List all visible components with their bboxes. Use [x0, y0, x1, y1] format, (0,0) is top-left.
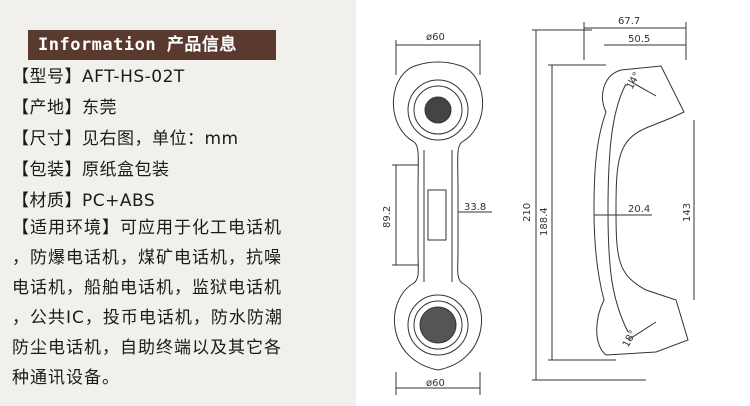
spec-row-origin: 【产地】东莞 [12, 93, 330, 124]
dim-slot-height: 89.2 [382, 206, 393, 228]
spec-value: 东莞 [82, 98, 117, 118]
spec-label: 【型号】 [12, 67, 82, 87]
environment-line: 防尘电话机，自助终端以及其它各 [12, 338, 282, 358]
spec-value: 原纸盒包装 [82, 160, 170, 180]
spec-row-packaging: 【包装】原纸盒包装 [12, 155, 330, 186]
spec-label: 【尺寸】 [12, 129, 82, 149]
dim-overall-height: 210 [522, 203, 533, 222]
dim-bottom-angle: 18° [621, 329, 639, 350]
spec-row-model: 【型号】AFT-HS-02T [12, 62, 330, 93]
spec-value: AFT-HS-02T [82, 67, 185, 87]
front-view [392, 40, 492, 395]
dim-neck-depth: 20.4 [628, 204, 650, 215]
spec-value: PC+ABS [82, 191, 156, 211]
info-header: Information 产品信息 [28, 30, 276, 60]
environment-block: 【适用环境】可应用于化工电话机 ，防爆电话机，煤矿电话机，抗噪 电话机，船舶电话… [12, 213, 332, 393]
spec-value: 见右图，单位：mm [82, 129, 239, 149]
spec-row-size: 【尺寸】见右图，单位：mm [12, 124, 330, 155]
spec-list: 【型号】AFT-HS-02T 【产地】东莞 【尺寸】见右图，单位：mm 【包装】… [12, 62, 330, 217]
environment-line: 电话机，船舶电话机，监狱电话机 [12, 278, 282, 298]
dim-bottom-diameter: ø60 [426, 378, 445, 389]
dim-upper-width: 50.5 [628, 34, 650, 45]
environment-line: ，公共IC，投币电话机，防水防潮 [12, 308, 283, 328]
spec-label: 【产地】 [12, 98, 82, 118]
environment-text: 可应用于化工电话机 [120, 218, 282, 238]
environment-line: 【适用环境】可应用于化工电话机 [12, 213, 332, 243]
dimension-drawing: ø60 ø60 33.8 89.2 67.7 50.5 210 188.4 20… [356, 0, 750, 406]
dim-top-angle: 14° [625, 71, 643, 92]
environment-line: ，防爆电话机，煤矿电话机，抗噪 [12, 248, 282, 268]
environment-label: 【适用环境】 [12, 218, 120, 238]
spec-row-material: 【材质】PC+ABS [12, 186, 330, 217]
environment-line: 种通讯设备。 [12, 368, 120, 388]
handset-drawing: ø60 ø60 33.8 89.2 67.7 50.5 210 188.4 20… [382, 16, 695, 395]
side-view [532, 22, 695, 381]
dim-overall-width: 67.7 [618, 16, 640, 27]
spec-label: 【包装】 [12, 160, 82, 180]
spec-label: 【材质】 [12, 191, 82, 211]
dim-inner-height: 143 [682, 203, 693, 222]
info-panel: Information 产品信息 【型号】AFT-HS-02T 【产地】东莞 【… [0, 0, 330, 406]
dim-body-height: 188.4 [539, 207, 550, 236]
dim-top-diameter: ø60 [426, 32, 445, 43]
dim-neck-width: 33.8 [464, 202, 486, 213]
